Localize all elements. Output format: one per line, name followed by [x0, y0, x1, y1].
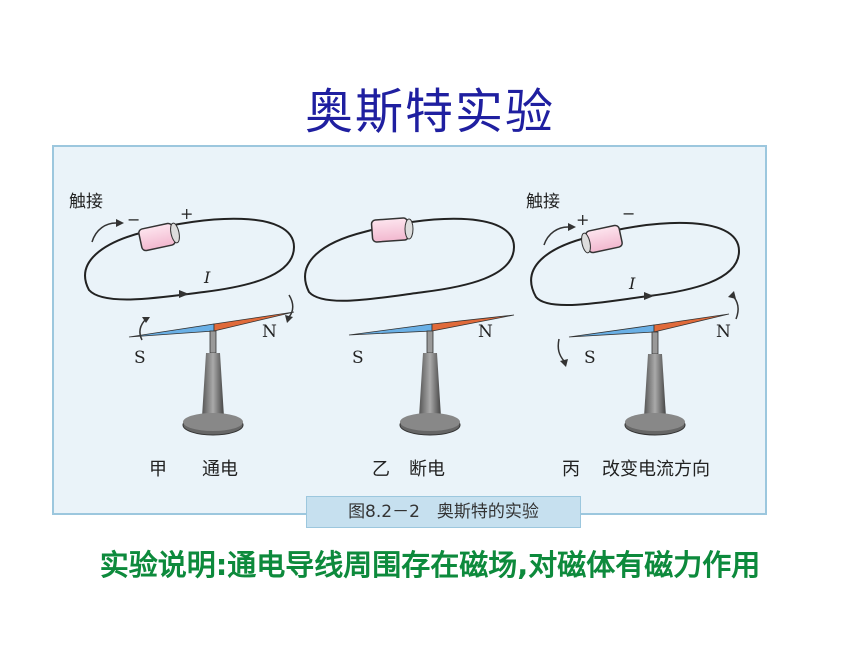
pole-n: N: [478, 322, 493, 342]
battery: [370, 217, 414, 243]
wire-loop: [84, 217, 296, 301]
needle-south: [568, 324, 655, 338]
panel-tag: 丙: [562, 459, 580, 480]
battery: [138, 222, 180, 252]
panel-caption: 通电: [202, 459, 238, 480]
stand: [202, 353, 224, 417]
current-label: I: [628, 274, 636, 293]
plus-sign: +: [576, 210, 589, 229]
swing-arrow: [557, 338, 565, 362]
swing-arrow: [139, 318, 147, 341]
experiment-note: 实验说明:通电导线周围存在磁场,对磁体有磁力作用: [99, 548, 761, 582]
pole-s: S: [584, 348, 596, 368]
panel-tag: 乙: [372, 459, 390, 480]
pole-s: S: [352, 348, 364, 368]
touch-arrow: [543, 226, 569, 246]
battery: [581, 224, 623, 254]
needle-north: [213, 311, 295, 332]
current-arrow: [644, 292, 654, 300]
needle-south: [348, 323, 433, 336]
panel-bing: 触接 + − I S N 丙 改变电流方向: [526, 192, 741, 480]
pole-s: S: [134, 348, 146, 368]
minus-sign: −: [127, 210, 140, 229]
oersted-diagram: 触接 − + I S N 甲 通电 S N: [69, 192, 741, 480]
current-arrow: [179, 290, 189, 298]
pole-n: N: [262, 322, 277, 342]
panel-caption: 改变电流方向: [602, 459, 710, 480]
panel-tag: 甲: [149, 459, 167, 480]
panel-caption: 断电: [409, 459, 445, 480]
page-title: 奥斯特实验: [304, 84, 555, 140]
pole-n: N: [716, 322, 731, 342]
touch-label: 触接: [69, 192, 103, 212]
panel-yi: S N 乙 断电: [304, 217, 516, 480]
current-label: I: [203, 268, 211, 287]
touch-label: 触接: [526, 192, 560, 212]
plus-sign: +: [180, 204, 193, 223]
touch-arrow: [91, 222, 117, 243]
stand: [644, 354, 666, 417]
figure-caption: 图8.2－2 奥斯特的实验: [306, 496, 581, 528]
stand: [419, 353, 441, 417]
minus-sign: −: [622, 204, 635, 223]
oersted-figure: 触接 − + I S N 甲 通电 S N: [52, 145, 767, 515]
wire-loop: [530, 221, 741, 306]
needle-north: [431, 314, 515, 332]
needle-north: [653, 313, 730, 333]
wire-loop: [304, 217, 516, 302]
panel-jia: 触接 − + I S N 甲 通电: [69, 192, 296, 480]
